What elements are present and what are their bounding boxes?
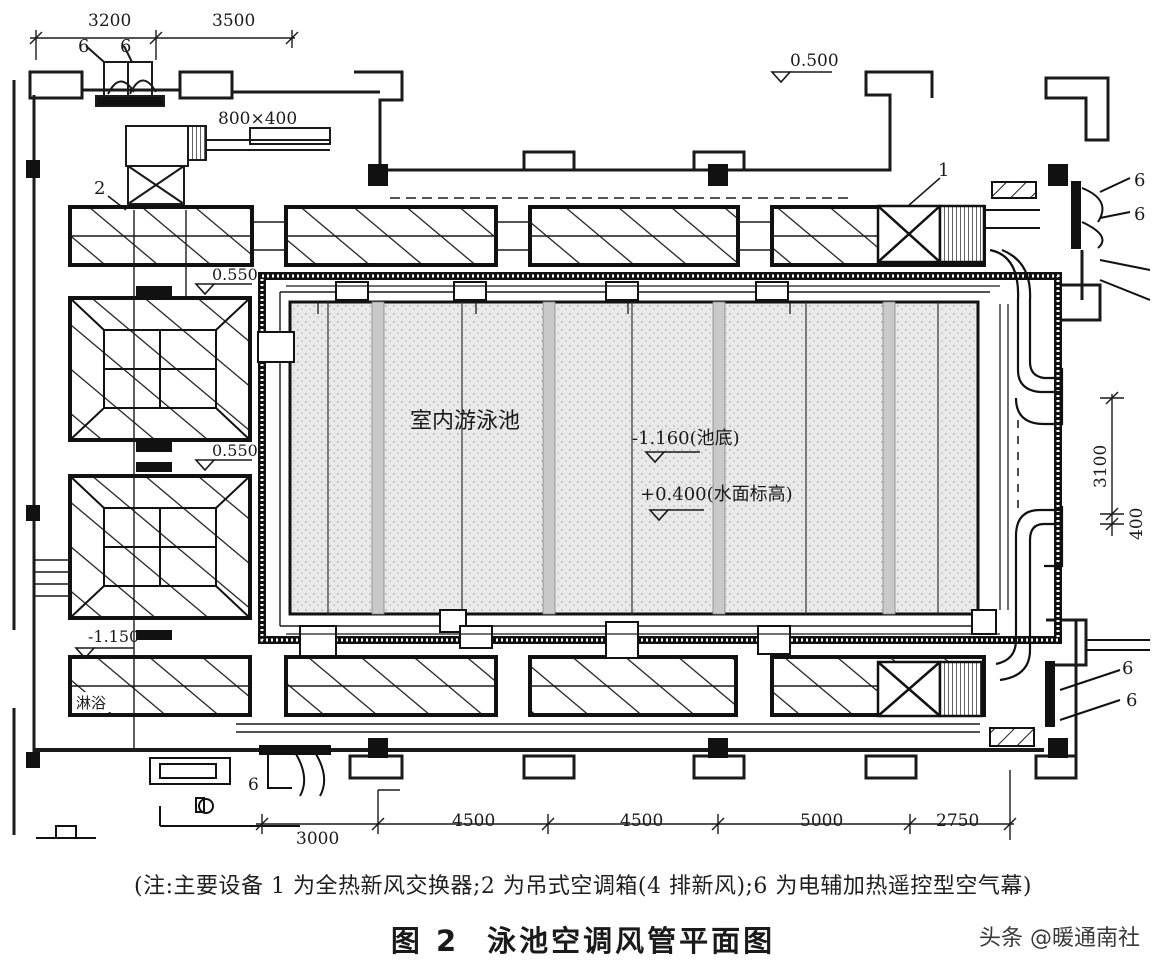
equip-label-6a: 6 — [78, 36, 89, 57]
structural-columns — [26, 160, 1068, 768]
figure-title: 泳池空调风管平面图 — [487, 924, 776, 958]
top-duct-inner-lines — [70, 197, 984, 251]
dimension-bottom — [255, 770, 1017, 840]
equip-label-2: 2 — [94, 178, 105, 199]
dimension-right — [1100, 391, 1124, 536]
left-ahu-inner — [69, 297, 251, 619]
equip-label-6d: 6 — [1134, 204, 1145, 225]
equip-label-6f: 6 — [1126, 690, 1137, 711]
dim-bottom-1: 3000 — [296, 829, 339, 849]
pool-lane-ropes — [371, 301, 896, 615]
pool-name-label: 室内游泳池 — [410, 409, 520, 434]
equip-label-6g: 6 — [248, 775, 259, 795]
pool-elevation-marks — [644, 451, 704, 522]
equip-label-6c: 6 — [1134, 170, 1145, 191]
right-return-ducts — [989, 248, 1064, 682]
room-label-shower: 淋浴 — [76, 694, 106, 712]
dim-right-1: 3100 — [1091, 445, 1111, 488]
pool-deck-border — [258, 272, 1062, 644]
pool-basin — [288, 300, 980, 616]
elevation-top: 0.500 — [790, 51, 839, 71]
dim-bottom-3: 4500 — [620, 811, 663, 831]
left-ahu-units — [68, 296, 252, 620]
water-level-elevation: +0.400(水面标高) — [640, 484, 793, 505]
left-ahu-connectors — [136, 286, 172, 640]
bottom-exchanger — [876, 660, 984, 718]
dim-bottom-5: 2750 — [936, 811, 979, 831]
duct-size-label: 800×400 — [218, 109, 297, 129]
air-curtain-top-right — [984, 177, 1131, 249]
pool-duct-lines — [286, 285, 1000, 635]
elevation-left-3: -1.150 — [88, 627, 139, 646]
equip-label-1: 1 — [938, 160, 949, 181]
equip-label-6b: 6 — [120, 36, 131, 57]
figure-number: 图 2 — [390, 924, 460, 958]
source-watermark: 头条 @暖通南社 — [979, 926, 1140, 951]
elevation-left-1: 0.550 — [212, 265, 258, 284]
air-curtain-bottom-right — [989, 259, 1151, 747]
pool-bottom-elevation: -1.160(池底) — [632, 428, 740, 449]
room-label-bg — [74, 692, 120, 712]
dim-bottom-2: 4500 — [452, 811, 495, 831]
figure-caption: 图 2 泳池空调风管平面图 — [0, 918, 1166, 960]
dim-top-1: 3200 — [88, 11, 131, 31]
elevation-mark-top — [770, 71, 832, 84]
dim-bottom-4: 5000 — [800, 811, 843, 831]
equip-label-6e: 6 — [1122, 658, 1133, 679]
heat-exchanger-1 — [876, 204, 986, 264]
air-curtain-top-left — [85, 45, 165, 107]
pool-lanes — [327, 302, 939, 614]
fresh-air-intake — [125, 125, 331, 205]
figure-note: (注:主要设备 1 为全热新风交换器;2 为吊式空调箱(4 排新风);6 为电辅… — [133, 874, 1033, 899]
left-elevation-marks — [74, 283, 252, 660]
dim-top-2: 3500 — [212, 11, 255, 31]
building-walls — [12, 70, 1110, 835]
elevation-left-2: 0.550 — [212, 441, 258, 460]
air-curtain-bottom-left — [36, 745, 331, 839]
dim-right-2: 400 — [1127, 508, 1147, 540]
dimension-top — [29, 30, 299, 60]
